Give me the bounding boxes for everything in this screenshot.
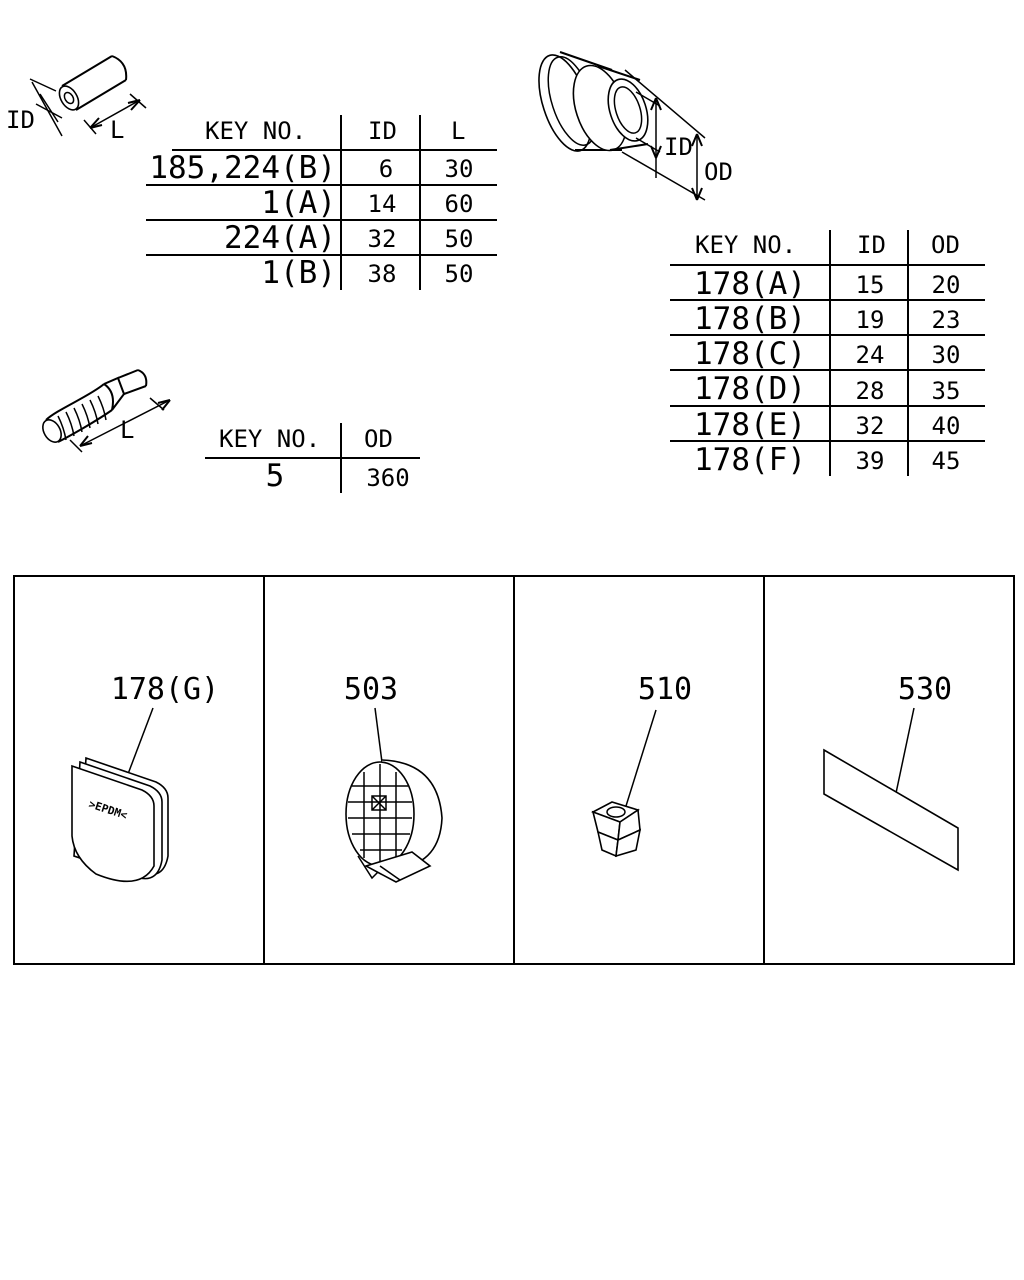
hose-row-l: 50: [445, 260, 474, 288]
grommet-row-od: 23: [932, 306, 961, 334]
hose-row-l: 50: [445, 225, 474, 253]
tube-table: KEY NO. OD 5 360: [205, 423, 420, 494]
panel-510: 510: [591, 672, 692, 858]
hose-table-header-id: ID: [368, 117, 397, 145]
hose-row-l: 30: [445, 155, 474, 183]
grommet-row-key: 178(B): [694, 301, 806, 337]
tube-table-header-od: OD: [364, 425, 393, 453]
grommet-row-key: 178(F): [694, 442, 806, 478]
grommet-row-id: 32: [856, 412, 885, 440]
hose-table-header-l: L: [451, 117, 465, 145]
panel-503: 503: [344, 672, 443, 883]
panel-label: 503: [344, 672, 398, 707]
grommet-row-od: 20: [932, 271, 961, 299]
hose-table-header-key: KEY NO.: [205, 117, 306, 145]
grommet-table-header-od: OD: [931, 231, 960, 259]
panel-label: 530: [898, 672, 952, 707]
corrugated-tube-illustration: L: [42, 369, 171, 453]
panel-label: 510: [638, 672, 692, 707]
hose-row-key: 1(B): [261, 255, 336, 291]
hose-row-id: 32: [368, 225, 397, 253]
grommet-row-id: 19: [856, 306, 885, 334]
grommet-row-id: 28: [856, 377, 885, 405]
hose-id-label: ID: [6, 106, 35, 134]
grommet-row-od: 30: [932, 341, 961, 369]
tube-row-od: 360: [366, 464, 409, 492]
grommet-row-od: 45: [932, 447, 961, 475]
hose-row-id: 6: [379, 155, 393, 183]
grommet-row-key: 178(E): [694, 407, 806, 443]
grommet-row-id: 39: [856, 447, 885, 475]
grommet-row-key: 178(C): [694, 336, 806, 372]
hose-row-id: 14: [368, 190, 397, 218]
hose-row-l: 60: [445, 190, 474, 218]
hose-row-id: 38: [368, 260, 397, 288]
hose-row-key: 185,224(B): [149, 150, 336, 186]
hose-row-key: 224(A): [224, 220, 336, 256]
grommet-id-label: ID: [664, 133, 693, 161]
hose-illustration: ID L: [6, 55, 147, 144]
grommet-row-id: 15: [856, 271, 885, 299]
tube-table-header-key: KEY NO.: [219, 425, 320, 453]
panel-530: 530: [823, 672, 959, 872]
grommet-row-key: 178(D): [694, 371, 806, 407]
tube-l-label: L: [120, 416, 134, 444]
grommet-row-id: 24: [856, 341, 885, 369]
grommet-row-od: 35: [932, 377, 961, 405]
hose-row-key: 1(A): [261, 185, 336, 221]
grommet-illustration: ID OD: [538, 51, 733, 201]
panel-178g: 178(G) >EPDM<: [71, 672, 219, 883]
panel-grid: [13, 575, 1015, 965]
hose-table: KEY NO. ID L 185,224(B) 6 30 1(A) 14 60 …: [146, 115, 497, 291]
grommet-row-od: 40: [932, 412, 961, 440]
hose-l-label: L: [110, 116, 124, 144]
grommet-table-header-id: ID: [857, 231, 886, 259]
panel-label: 178(G): [111, 672, 219, 707]
grommet-table: KEY NO. ID OD 178(A) 15 20 178(B) 19 23 …: [670, 230, 985, 478]
grommet-table-header-key: KEY NO.: [695, 231, 796, 259]
grommet-row-key: 178(A): [694, 266, 806, 302]
tube-row-key: 5: [266, 458, 285, 494]
grommet-od-label: OD: [704, 158, 733, 186]
